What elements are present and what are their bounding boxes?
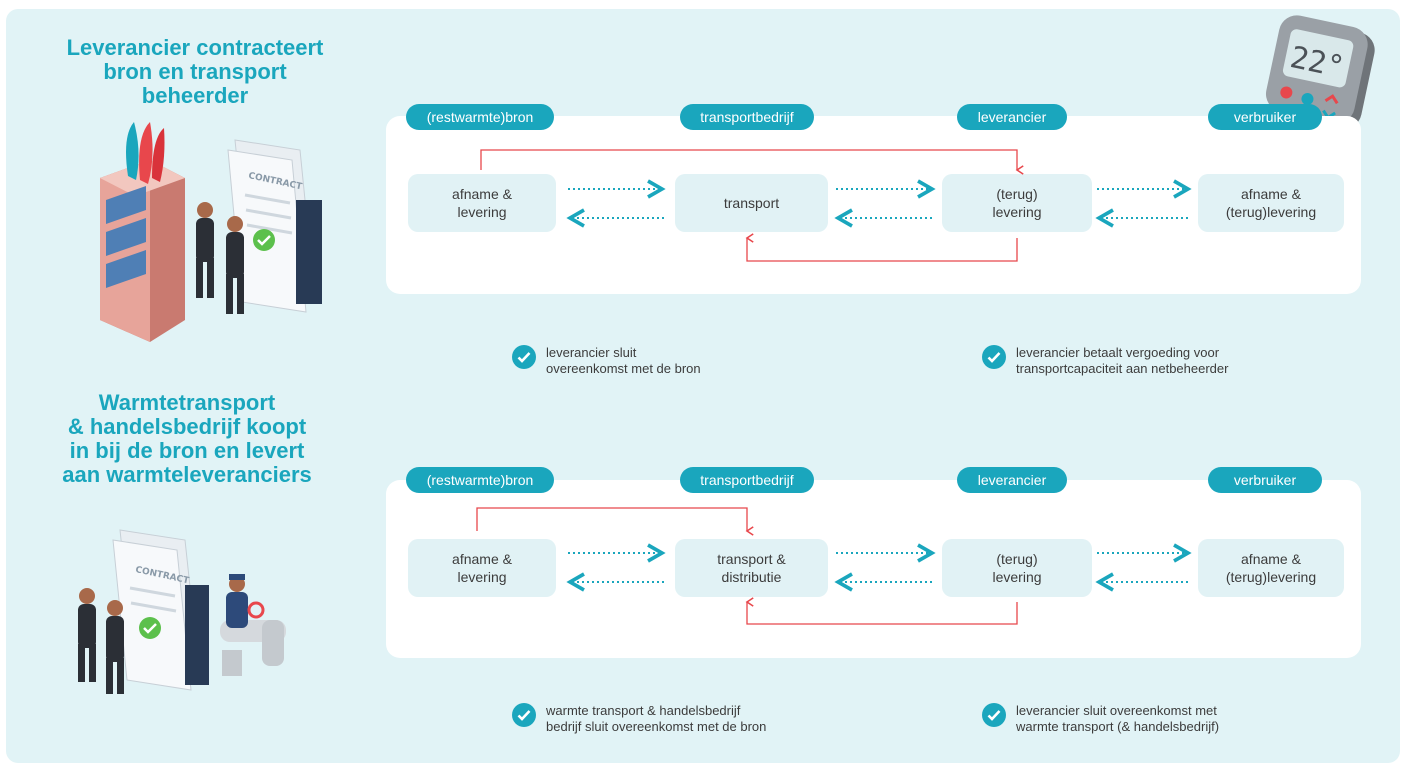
node-afname-terug-levering: afname & (terug)levering [1198,174,1344,232]
check-text: leverancier betaalt vergoeding voor tran… [1016,345,1229,376]
check-circle-icon [512,345,536,369]
check-text: leverancier sluit overeenkomst met de br… [546,345,701,376]
check-circle-icon [982,345,1006,369]
role-restwarmtebron: (restwarmte)bron [406,104,554,130]
contract-document-icon: CONTRACT [112,529,209,691]
role-verbruiker: verbruiker [1208,104,1322,130]
section-2-title: Warmtetransport & handelsbedrijf koopt i… [62,390,312,487]
role-restwarmtebron: (restwarmte)bron [406,467,554,493]
check-item: leverancier betaalt vergoeding voor tran… [982,345,1228,377]
building-icon [100,122,185,342]
valve-wheel-icon [247,601,265,619]
node-afname-terug-levering: afname & (terug)levering [1198,539,1344,597]
checkmark-seal-icon [139,617,161,639]
node-terug-levering: (terug) levering [942,539,1092,597]
check-item: leverancier sluit overeenkomst met de br… [512,345,701,377]
minus-icon [1301,92,1314,105]
node-terug-levering: (terug) levering [942,174,1092,232]
node-afname-levering: afname & levering [408,174,556,232]
role-verbruiker: verbruiker [1208,467,1322,493]
pipeline-worker-icon [220,574,286,676]
role-transportbedrijf: transportbedrijf [680,467,814,493]
node-afname-levering: afname & levering [408,539,556,597]
check-circle-icon [982,703,1006,727]
role-transportbedrijf: transportbedrijf [680,104,814,130]
contract-line-transport-leverancier [745,233,1018,262]
plus-icon [1280,86,1293,99]
role-leverancier: leverancier [957,467,1067,493]
check-text: warmte transport & handelsbedrijf bedrij… [546,703,767,734]
check-item: leverancier sluit overeenkomst met warmt… [982,703,1219,735]
checkmark-seal-icon [253,229,275,251]
node-transport-distributie: transport & distributie [675,539,828,597]
check-item: warmte transport & handelsbedrijf bedrij… [512,703,766,735]
chevron-up-icon [1324,94,1339,105]
handshake-people-icon [78,588,124,694]
contract-document-icon: CONTRACT [227,139,322,313]
node-transport: transport [675,174,828,232]
role-leverancier: leverancier [957,104,1067,130]
contract-line-bron-transport [476,507,754,536]
section-1-title: Leverancier contracteert bron en transpo… [66,35,324,108]
contract-line-transport-leverancier [745,597,1018,625]
check-text: leverancier sluit overeenkomst met warmt… [1016,703,1220,734]
check-circle-icon [512,703,536,727]
contract-line-bron-leverancier [480,149,1024,175]
handshake-people-icon [196,202,244,314]
